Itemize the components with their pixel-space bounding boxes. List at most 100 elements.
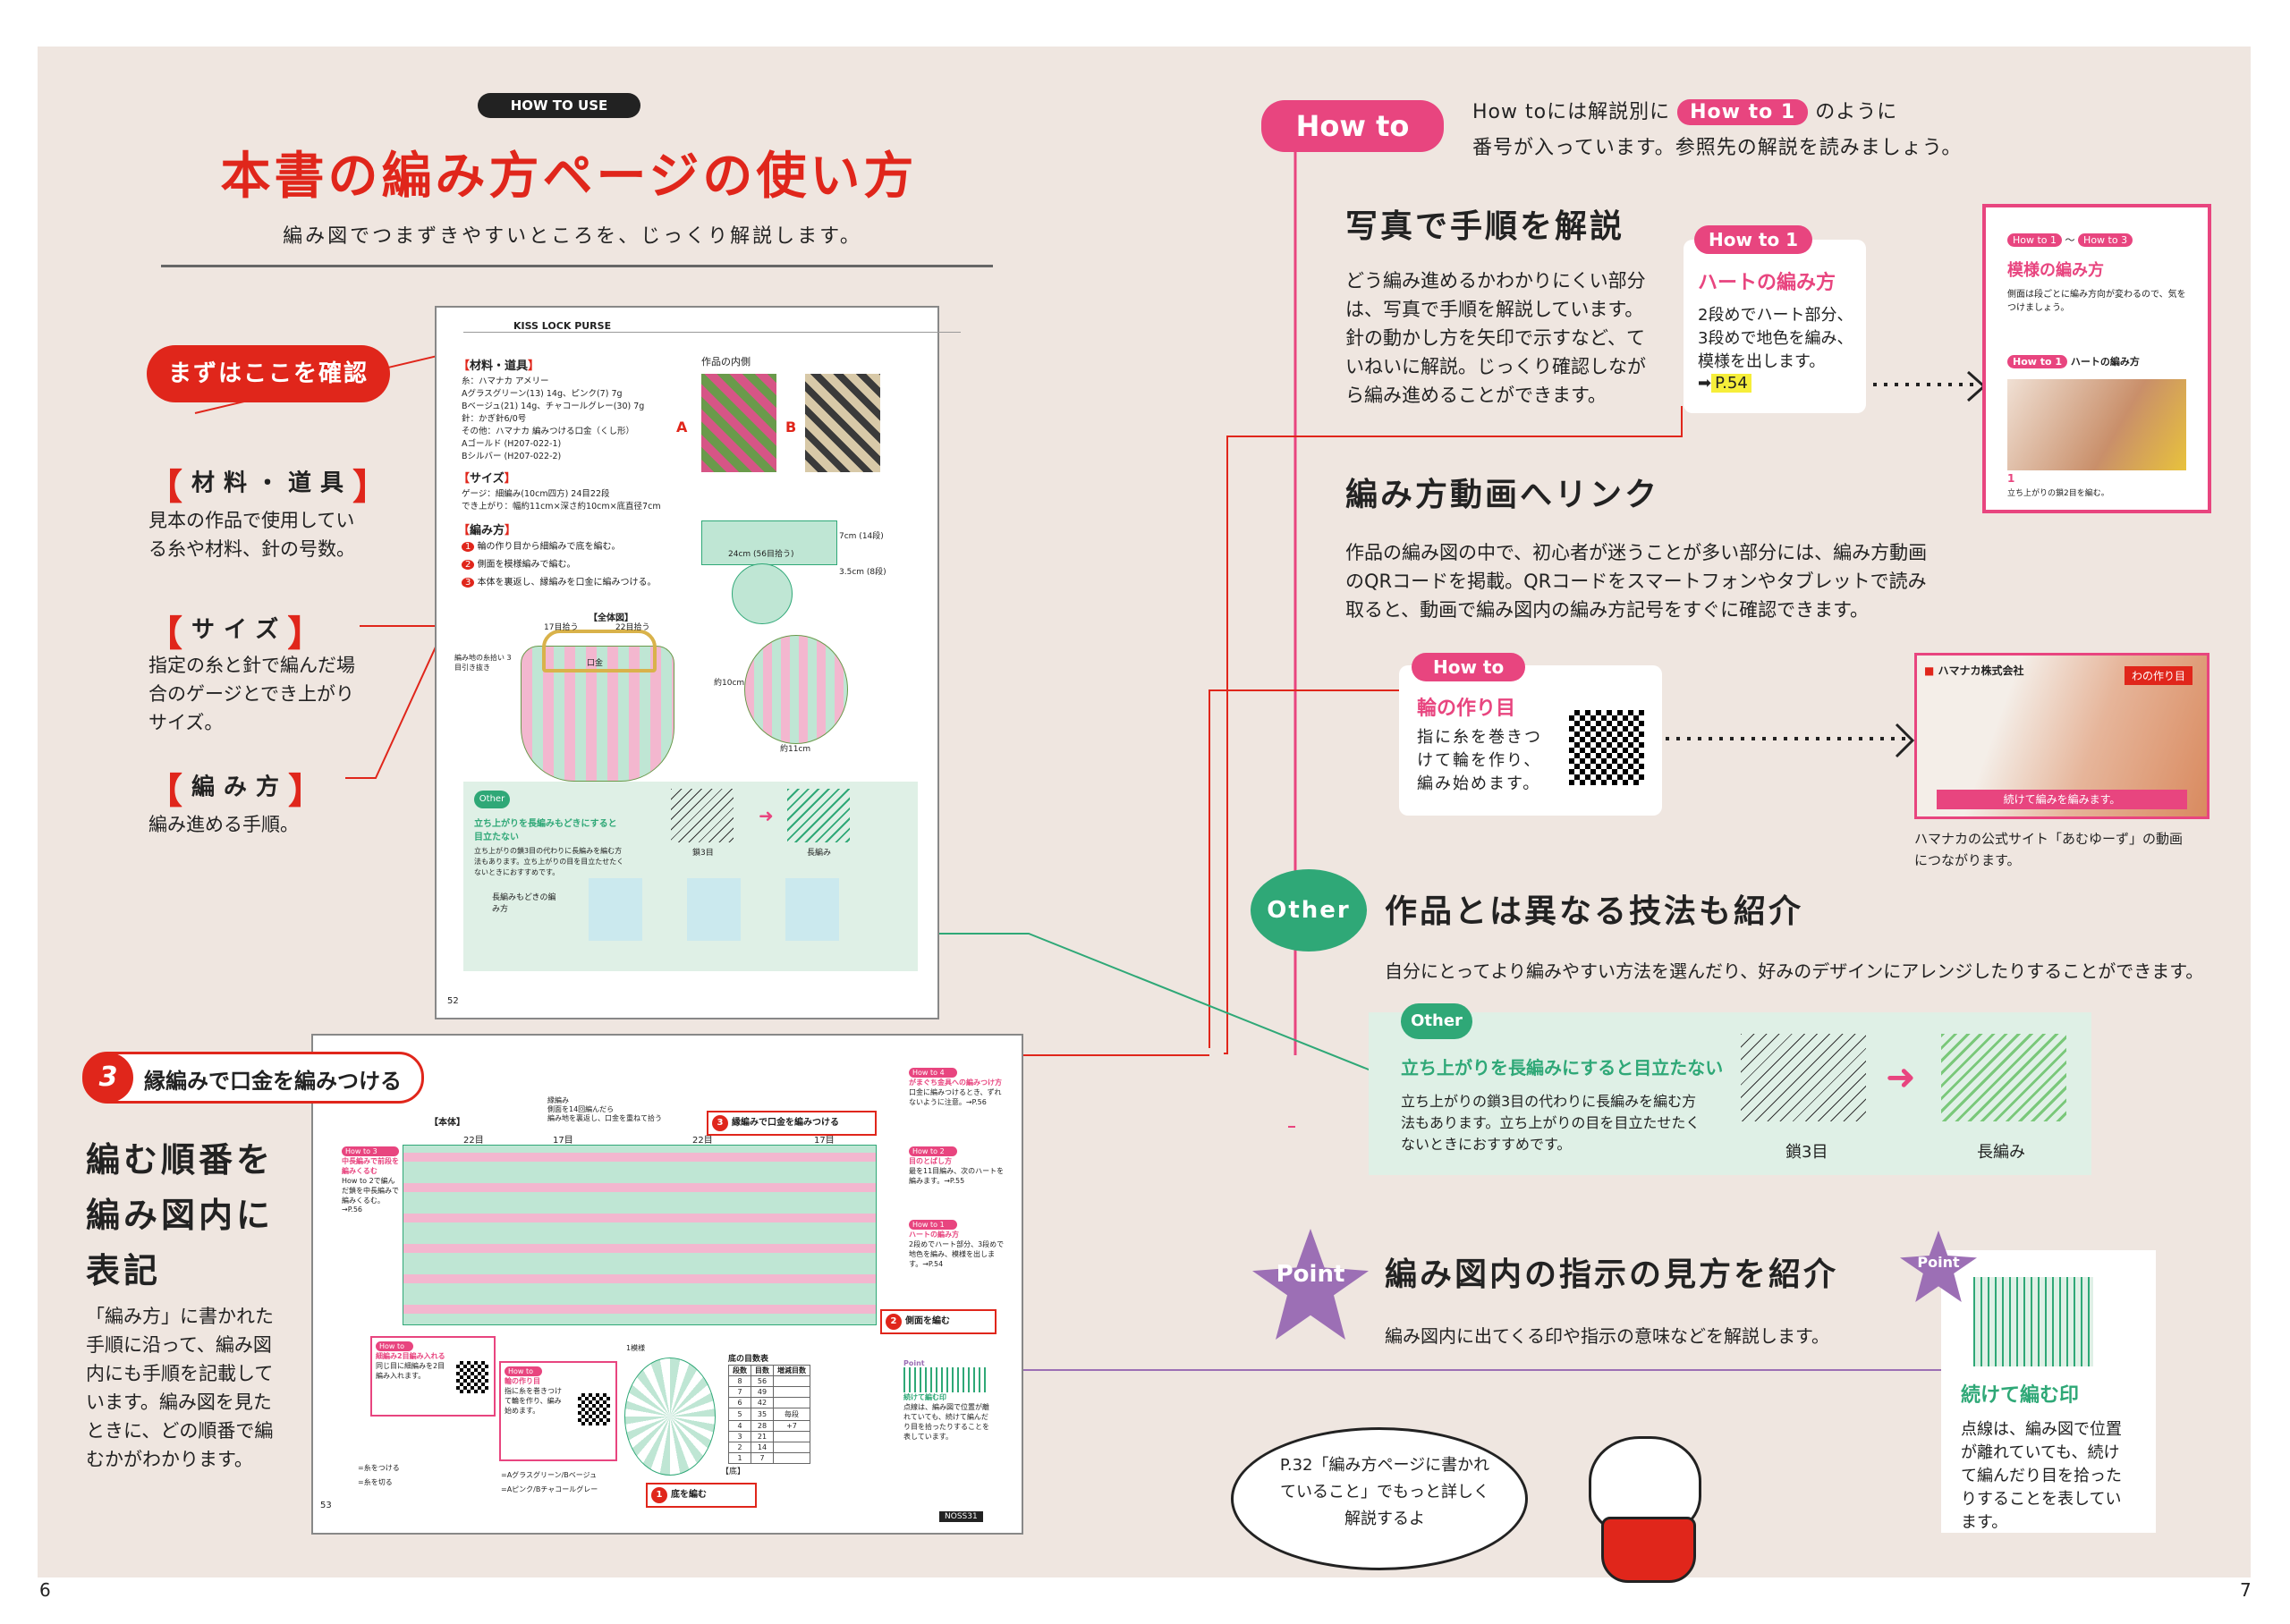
sample-method-title: 【編み方】 bbox=[458, 524, 517, 537]
method-desc: 編み進める手順。 bbox=[148, 814, 299, 835]
speech-bubble-text: P.32「編み方ページに書かれていること」でもっと詳しく解説するよ bbox=[1279, 1456, 1490, 1528]
arrow-head-2 bbox=[1895, 723, 1915, 758]
ring-card-title: 輪の作り目 bbox=[1417, 698, 1516, 720]
pattern-photo bbox=[2007, 379, 2186, 470]
video-brand: ■ ハマナカ株式会社 bbox=[1924, 664, 2024, 677]
video-tag: わの作り目 bbox=[2125, 666, 2193, 685]
chart-bottom-label: 【底】 bbox=[721, 1468, 746, 1476]
sample-photo-b bbox=[805, 374, 880, 472]
materials-desc: 見本の作品で使用している糸や材料、針の号数。 bbox=[148, 510, 355, 560]
point-card: Point 続けて編む印 点線は、編み図で位置が離れていても、続けて編んだり目を… bbox=[1900, 1231, 2156, 1533]
video-card[interactable]: ■ ハマナカ株式会社 わの作り目 続けて編みを編みます。 bbox=[1914, 653, 2209, 819]
video-desc: 作品の編み図の中で、初心者が迷うことが多い部分には、編み方動画のQRコードを掲載… bbox=[1345, 542, 1928, 621]
sample-page-no: 52 bbox=[447, 996, 459, 1006]
heart-card-text: 2段めでハート部分、3段めで地色を編み、模様を出します。 bbox=[1698, 306, 1853, 371]
materials-label: 【材料・道具】 bbox=[147, 467, 398, 508]
sample-step-2: 2 側面を模様編みで編む。 bbox=[462, 556, 658, 574]
other-card-tag: Other bbox=[1401, 1003, 1472, 1039]
pattern-card: How to 1 〜 How to 3 模様の編み方 側面は段ごとに編み方向が変… bbox=[1982, 204, 2211, 513]
divider bbox=[161, 265, 993, 267]
step3-label: 縁編みで口金を編みつける bbox=[144, 1069, 402, 1094]
sample-long-chart bbox=[787, 789, 850, 842]
legend-4: =Aピンク/Bチャコールグレー bbox=[501, 1485, 598, 1493]
pattern-step: 1 bbox=[2007, 472, 2015, 485]
arrow-right-icon: ➜ bbox=[1886, 1057, 1916, 1098]
chart-page-53: 【本体】 22目 17目 22目 17目 縁編み 側面を14回編んだら 編み地を… bbox=[311, 1034, 1023, 1535]
other-desc: 自分にとってより編みやすい方法を選んだり、好みのデザインにアレンジしたりすること… bbox=[1385, 960, 2204, 982]
speech-bubble bbox=[1231, 1427, 1528, 1570]
howto-intro-badge: How to 1 bbox=[1677, 99, 1809, 125]
sample-page-52: KISS LOCK PURSE 【材料・道具】 糸：ハマナカ アメリー Aグラス… bbox=[435, 306, 961, 1019]
chart-edge-note: 縁編み 側面を14回編んだら 編み地を裏返し、口金を重ねて拾う bbox=[547, 1096, 662, 1122]
chart-count17b: 17目 bbox=[814, 1136, 835, 1146]
sample-height-label: 約10cm bbox=[714, 679, 745, 688]
sample-modoki: 長編みもどきの編み方 bbox=[492, 893, 556, 914]
legend-2: =糸を切る bbox=[358, 1478, 393, 1486]
sample-size-text: ゲージ：細編み(10cm四方) 24目22段 でき上がり：幅約11cm×深さ約1… bbox=[462, 489, 661, 512]
chart-grid bbox=[403, 1145, 877, 1325]
legend-3: =Aグラスグリーン/Bベージュ bbox=[501, 1471, 598, 1479]
size-desc: 指定の糸と針で編んだ場合のゲージとでき上がりサイズ。 bbox=[148, 655, 355, 733]
sample-circle-diagram bbox=[732, 563, 793, 624]
chart-page-no: 53 bbox=[320, 1501, 332, 1510]
heart-card-title: ハートの編み方 bbox=[1698, 272, 1836, 294]
sample-photo-1 bbox=[589, 878, 642, 941]
method-label: 【編み方】 bbox=[147, 771, 334, 812]
sample-arrow: ➜ bbox=[759, 805, 774, 826]
step3-number: 3 bbox=[83, 1053, 133, 1103]
other-pill: Other bbox=[1251, 869, 1367, 952]
sample-step-1: 1 輪の作り目から細編みで底を編む。 bbox=[462, 538, 658, 556]
ring-card: How to 輪の作り目 指に糸を巻きつけて輪を作り、編み始めます。 bbox=[1399, 653, 1662, 816]
sample-photo-a bbox=[701, 374, 776, 472]
sample-other-text: 立ち上がりの鎖3目の代わりに長編みを編む方法もあります。立ち上がりの目を目立たせ… bbox=[474, 847, 624, 876]
heart-card-ref: ➡P.54 bbox=[1698, 374, 1751, 393]
ring-card-text: 指に糸を巻きつけて輪を作り、編み始めます。 bbox=[1417, 728, 1542, 793]
sample-count22: 22目拾う bbox=[615, 623, 650, 632]
sample-width-label: 約11cm bbox=[780, 745, 811, 754]
sample-whole-label: 【全体図】 bbox=[589, 613, 633, 623]
page-number-left: 6 bbox=[39, 1579, 51, 1601]
sample-dim35: 3.5cm (8段) bbox=[839, 568, 886, 577]
line-howto1 bbox=[1224, 406, 1683, 1054]
sample-step-3: 3 本体を裏返し、縁編みを口金に編みつける。 bbox=[462, 574, 658, 592]
video-title: 編み方動画へリンク bbox=[1345, 477, 1660, 513]
point-card-text: 点線は、編み図で位置が離れていても、続けて編んだり目を拾ったりすることを表してい… bbox=[1961, 1420, 2122, 1532]
page-number-right: 7 bbox=[2240, 1579, 2252, 1601]
heart-card-badge: How to 1 bbox=[1694, 225, 1813, 254]
step3-callout: 3 縁編みで口金を編みつける bbox=[82, 1052, 424, 1104]
sample-photo-2 bbox=[687, 878, 741, 941]
sample-count17: 17目拾う bbox=[544, 623, 579, 632]
pattern-title: 模様の編み方 bbox=[2007, 261, 2104, 280]
sample-other-box: Other 立ち上がりを長編みもどきにすると目立たない 立ち上がりの鎖3目の代わ… bbox=[463, 782, 918, 971]
heart-card: How to 1 ハートの編み方 2段めでハート部分、3段めで地色を編み、模様を… bbox=[1684, 225, 1866, 413]
chart-count22b: 22目 bbox=[692, 1136, 713, 1146]
qr-code-icon[interactable] bbox=[1569, 710, 1644, 785]
chart-count22a: 22目 bbox=[463, 1136, 484, 1146]
sample-materials-title: 【材料・道具】 bbox=[458, 359, 540, 373]
cat-body-icon bbox=[1601, 1517, 1696, 1583]
sample-b-label: B bbox=[785, 419, 797, 436]
table-header: 段数 bbox=[728, 1365, 751, 1376]
point-star-label: Point bbox=[1276, 1261, 1345, 1288]
sample-other-tag: Other bbox=[474, 791, 510, 808]
point-card-chart bbox=[1973, 1277, 2093, 1366]
chart-start: 1模様 bbox=[626, 1344, 646, 1352]
sample-a-label: A bbox=[676, 419, 688, 436]
sample-dim24: 24cm (56目拾う) bbox=[728, 550, 794, 559]
sample-long: 長編み bbox=[807, 849, 832, 858]
pattern-caption: 立ち上がりの鎖2目を編む。 bbox=[2007, 489, 2109, 498]
table-header: 増減目数 bbox=[773, 1365, 810, 1376]
pattern-text: 側面は段ごとに編み方向が変わるので、気をつけましょう。 bbox=[2007, 290, 2186, 313]
